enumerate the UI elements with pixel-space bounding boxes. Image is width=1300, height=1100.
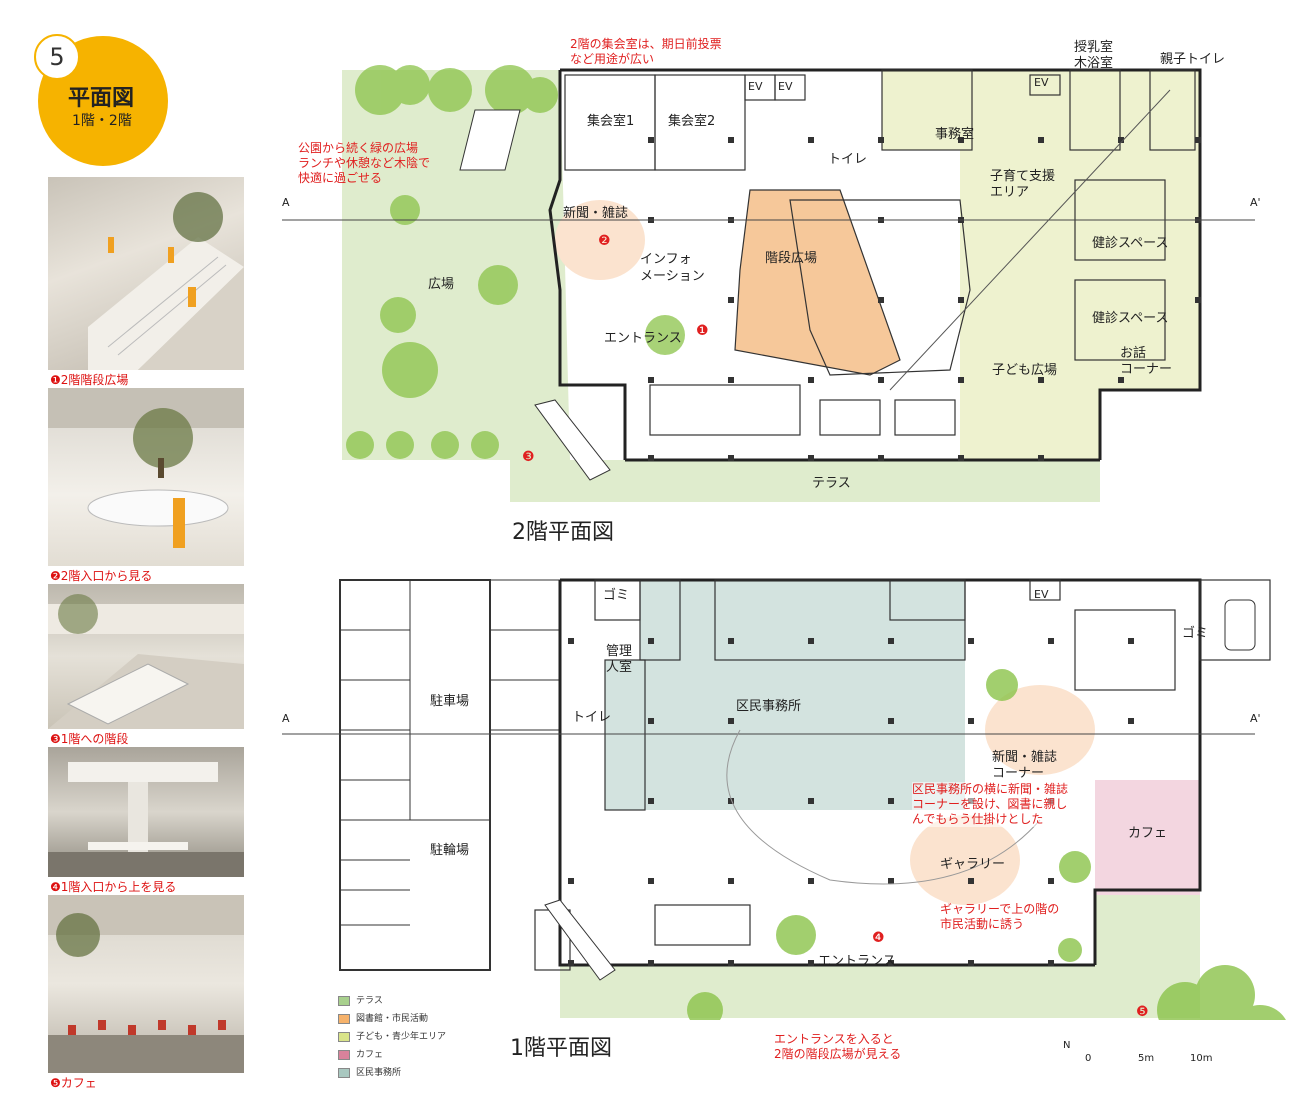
legend-library: 図書館・市民活動: [338, 1011, 428, 1024]
scale-0: 0: [1085, 1053, 1092, 1064]
car-icon: [1224, 599, 1256, 651]
photo-cafe: [48, 895, 244, 1073]
label-childcare-2: エリア: [990, 185, 1030, 200]
stair-2f: [459, 109, 611, 481]
photo-stairs-to-1f: [48, 584, 244, 729]
legend-office: 区民事務所: [338, 1065, 401, 1078]
news-glow-1f: [985, 685, 1095, 775]
marker-2: ❷: [598, 233, 611, 249]
page-title: 平面図: [68, 86, 135, 111]
photo-caption-4: ❹1階入口から上を見る: [50, 880, 177, 894]
label-gallery: ギャラリー: [940, 857, 1006, 872]
plan-1f-title: 1階平面図: [510, 1036, 612, 1061]
model-cafe-illustration: [48, 895, 244, 1073]
trees-2f: [346, 65, 685, 459]
photo-caption-2: ❷2階入口から見る: [50, 569, 153, 583]
label-garbage-1f: ゴミ: [603, 588, 630, 603]
label-office: 事務室: [935, 127, 975, 142]
label-hall-2: 集会室2: [668, 114, 716, 129]
parking-area: [339, 579, 560, 971]
label-stair-plaza: 階段広場: [765, 251, 818, 266]
label-childcare-1: 子育て支援: [990, 169, 1056, 184]
trees-1f: [687, 669, 1286, 1020]
label-toilet-1f: トイレ: [572, 710, 612, 725]
label-manager-2: 人室: [606, 660, 633, 675]
north-label: N: [1063, 1040, 1071, 1051]
label-kids-plaza: 子ども広場: [992, 363, 1058, 378]
photo-2f-entrance: [48, 388, 244, 566]
note-1f-gallery: ギャラリーで上の階の市民活動に誘う: [940, 902, 1060, 931]
label-ev-1: EV: [748, 80, 763, 93]
label-info-2: メーション: [640, 269, 705, 284]
label-news-1f-1: 新聞・雑誌: [992, 750, 1058, 765]
label-plaza: 広場: [428, 277, 455, 292]
stair-1f: [544, 899, 616, 981]
label-entrance-2f: エントランス: [604, 331, 682, 346]
label-story-1: お話: [1120, 346, 1147, 361]
marker-3: ❸: [522, 449, 535, 465]
cafe-zone: [1095, 780, 1200, 895]
label-garbage-2-1f: ゴミ: [1182, 626, 1209, 641]
walls-2f: [548, 68, 1202, 462]
label-news-2f: 新聞・雑誌: [563, 206, 629, 221]
label-section-a-left-1f: A: [282, 712, 290, 725]
label-health-1: 健診スペース: [1092, 236, 1169, 251]
label-family-toilet: 親子トイレ: [1160, 52, 1226, 67]
note-2f-plaza: 公園から続く緑の広場ランチや休憩など木陰で快適に過ごせる: [298, 141, 431, 185]
model-stair-illustration: [88, 192, 244, 370]
label-hall-1: 集会室1: [587, 114, 635, 129]
label-ev-3: EV: [1034, 76, 1049, 89]
legend-kids: 子ども・青少年エリア: [338, 1029, 446, 1042]
marker-1: ❶: [696, 323, 709, 339]
label-toilet-2f: トイレ: [828, 152, 868, 167]
label-manager-1: 管理: [606, 644, 633, 659]
ward-office-zone: [605, 580, 965, 810]
label-section-a-right-1f: A': [1250, 712, 1261, 725]
label-bicycle: 駐輪場: [430, 843, 470, 858]
plan-2f-title: 2階平面図: [512, 520, 614, 545]
photo-caption-1: ❶2階階段広場: [50, 373, 129, 387]
section-number: 5: [34, 34, 80, 80]
legend-cafe: カフェ: [338, 1047, 383, 1060]
label-news-1f-2: コーナー: [992, 766, 1045, 781]
model-atrium-illustration: [48, 762, 244, 877]
plaza-zone: [342, 70, 570, 460]
legend-terrace: テラス: [338, 993, 383, 1006]
kids-zone: [882, 70, 1200, 460]
photo-caption-3: ❸1階への階段: [50, 732, 129, 746]
photo-stair-plaza: [48, 177, 244, 370]
label-nursing-room: 授乳室: [1074, 40, 1114, 55]
terrace-zone: [510, 460, 1100, 502]
floor-plan-1f: [282, 578, 1286, 1020]
gallery-glow: [910, 815, 1020, 905]
floor-plan-2f: [282, 65, 1255, 502]
label-section-a-left-2f: A: [282, 196, 290, 209]
photo-caption-5: ❺カフェ: [50, 1076, 97, 1090]
photo-1f-entrance: [48, 747, 244, 877]
label-parking: 駐車場: [430, 694, 470, 709]
label-cafe: カフェ: [1128, 826, 1168, 841]
label-info-1: インフォ: [640, 252, 692, 267]
label-story-2: コーナー: [1120, 362, 1173, 377]
terrace-zone-1f: [560, 965, 1095, 1018]
label-bath-room: 木浴室: [1074, 56, 1114, 71]
scale-10: 10m: [1190, 1053, 1213, 1064]
flow-curve: [726, 729, 1041, 885]
marker-4: ❹: [872, 930, 885, 946]
page-subtitle: 1階・2階: [72, 113, 132, 129]
label-ward-office: 区民事務所: [736, 699, 802, 714]
label-entrance-1f: エントランス: [818, 954, 896, 969]
note-2f-halls: 2階の集会室は、期日前投票など用途が広い: [570, 37, 722, 66]
label-ev-1f: EV: [1034, 588, 1049, 601]
label-terrace-2f: テラス: [812, 476, 851, 491]
label-health-2: 健診スペース: [1092, 311, 1169, 326]
scale-5: 5m: [1138, 1053, 1155, 1064]
marker-5: ❺: [1136, 1004, 1149, 1020]
label-ev-2: EV: [778, 80, 793, 93]
label-section-a-right-2f: A': [1250, 196, 1261, 209]
note-1f-news: 区民事務所の横に新聞・雑誌コーナーを設け、図書に親しんでもらう仕掛けとした: [912, 782, 1069, 827]
model-entrance-illustration: [48, 388, 244, 548]
model-stairs-illustration: [48, 594, 244, 729]
